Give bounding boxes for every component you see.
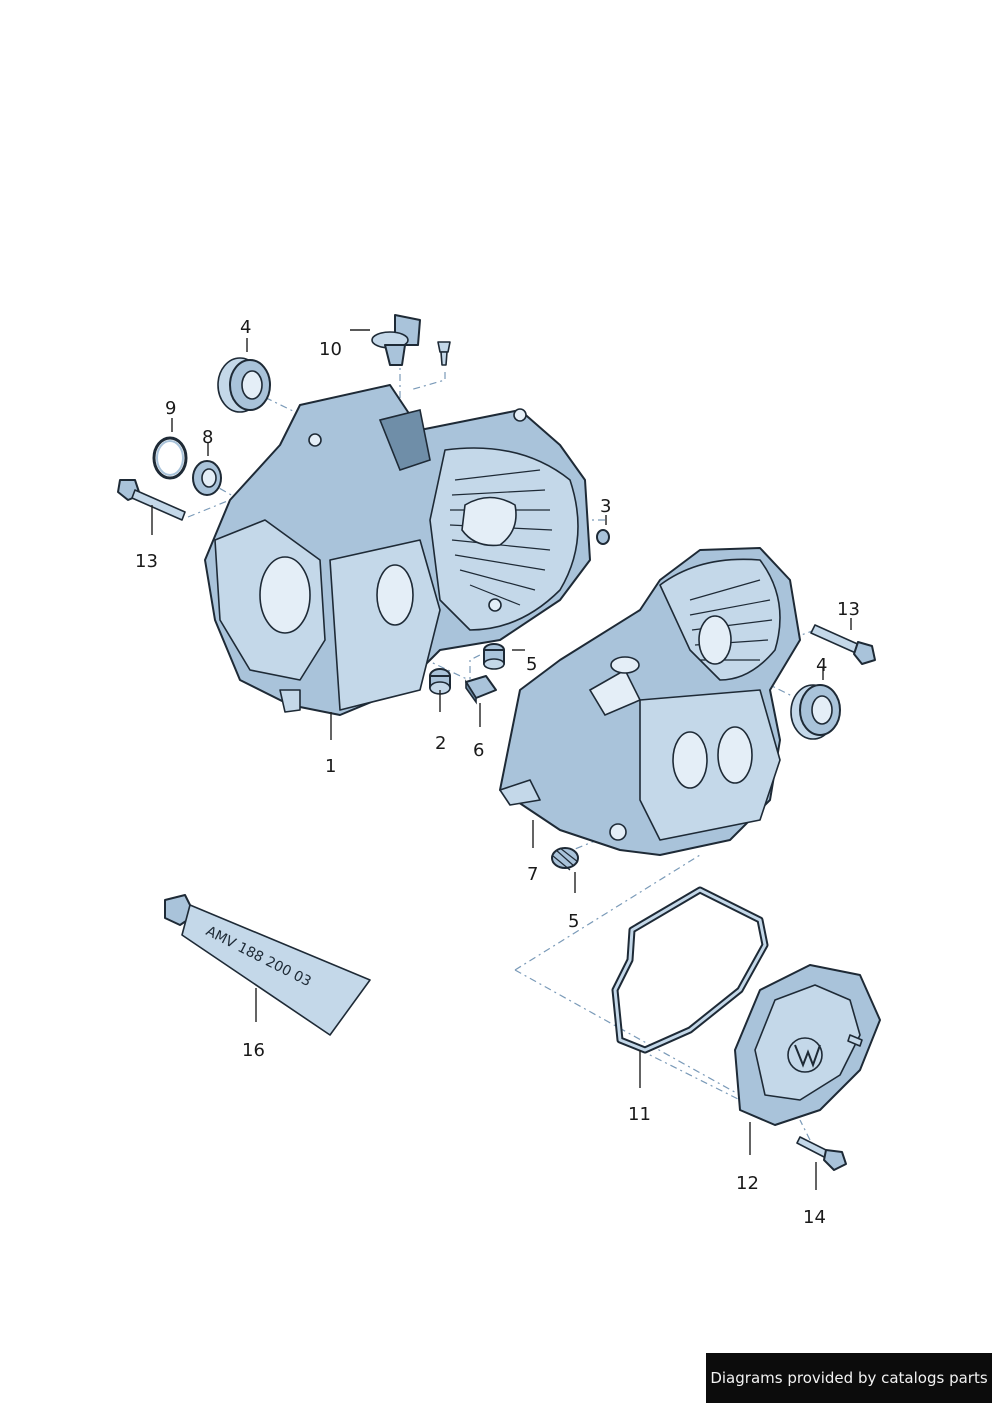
callout-3: 3 (600, 496, 611, 517)
callout-4-right: 4 (816, 655, 827, 676)
part-6-block (465, 675, 497, 705)
callout-9: 9 (165, 398, 176, 419)
callout-14: 14 (803, 1207, 826, 1228)
callout-2: 2 (435, 733, 446, 754)
part-16-sealant-tube: AMV 188 200 03 (164, 894, 371, 1036)
part-3-plug (596, 529, 610, 545)
part-2-sleeve (429, 668, 451, 695)
part-14-bolt (796, 1136, 847, 1171)
callout-8: 8 (202, 427, 213, 448)
credit-banner: Diagrams provided by catalogs parts (706, 1353, 992, 1403)
part-12-cover (734, 964, 881, 1126)
callout-4-left: 4 (240, 317, 251, 338)
callout-labels: 4 10 9 8 13 3 5 1 2 6 13 4 7 5 16 11 12 … (135, 317, 860, 1228)
callout-5-upper: 5 (526, 654, 537, 675)
callout-10: 10 (319, 339, 342, 360)
part-11-gasket (611, 886, 769, 1054)
part-9-o-ring (152, 436, 188, 480)
callout-11: 11 (628, 1104, 651, 1125)
part-13-bolt-right (810, 624, 876, 665)
leader-lines (151, 329, 852, 1190)
vw-logo-icon (787, 1037, 823, 1073)
callout-5-lower: 5 (568, 911, 579, 932)
part-1-gearbox-housing (204, 384, 591, 716)
part-4-seal-left (217, 357, 271, 413)
part-13-bolt-left (117, 479, 186, 521)
callout-13-left: 13 (135, 551, 158, 572)
part-5-spring-upper (483, 643, 505, 670)
part-10-breather-cap (371, 314, 451, 366)
part-5-spring-lower (551, 847, 579, 871)
callout-16: 16 (242, 1040, 265, 1061)
callout-6: 6 (473, 740, 484, 761)
callout-13-right: 13 (837, 599, 860, 620)
callout-1: 1 (325, 756, 336, 777)
part-8-seal-small (192, 460, 222, 496)
callout-12: 12 (736, 1173, 759, 1194)
part-4-seal-right (790, 684, 841, 740)
callout-7: 7 (527, 864, 538, 885)
part-7-gearbox-housing (499, 547, 801, 856)
